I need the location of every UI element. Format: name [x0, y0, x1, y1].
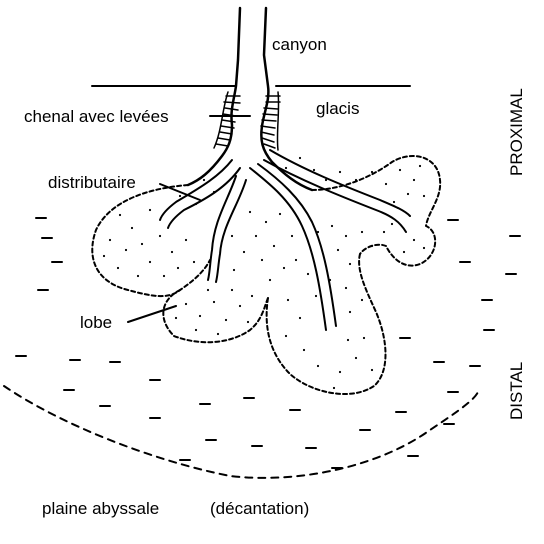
lobe-leader: [127, 305, 177, 323]
fan-stippling: [102, 156, 426, 390]
levee-right: [260, 95, 281, 149]
distributary-channels: [159, 149, 411, 331]
label-plaine: plaine abyssale: [42, 499, 159, 518]
levee-right-outline: [276, 91, 280, 151]
label-distal: DISTAL: [507, 362, 526, 420]
distributaire-leader: [159, 183, 201, 201]
label-glacis: glacis: [316, 99, 359, 118]
levee-left-outline: [213, 91, 229, 149]
fan-margin-dashed: [3, 385, 479, 479]
label-decantation: (décantation): [210, 499, 309, 518]
label-distributaire: distributaire: [48, 173, 136, 192]
canyon-right-wall: [260, 6, 314, 192]
levee-left: [215, 95, 241, 147]
lobe-outlines: [91, 155, 442, 395]
label-canyon: canyon: [272, 35, 327, 54]
leader-lines: [127, 115, 251, 323]
label-lobe: lobe: [80, 313, 112, 332]
label-proximal: PROXIMAL: [507, 88, 526, 176]
decantation-dashes: [15, 217, 521, 469]
label-chenal: chenal avec levées: [24, 107, 169, 126]
canyon-left-wall: [186, 6, 242, 187]
